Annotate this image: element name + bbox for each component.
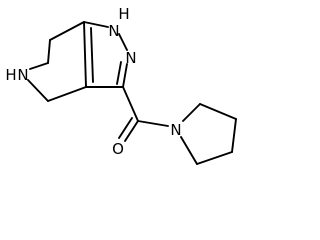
bond-c3a-c7a bbox=[83, 21, 87, 88]
atom-label-n-piperidine: N bbox=[17, 66, 28, 84]
atom-label-n-pyrrolidine: N bbox=[170, 121, 181, 139]
bond-n-pyr-c2 bbox=[182, 103, 201, 122]
atom-label-o-carbonyl: O bbox=[112, 140, 124, 158]
bond-c7a-n1 bbox=[83, 21, 109, 28]
bond-carbonyl-n bbox=[137, 120, 169, 127]
bond-carbonyl-o-inner bbox=[118, 117, 133, 139]
bond-n2-c3-inner bbox=[116, 61, 122, 85]
atom-label-n1-pyrazole: N bbox=[108, 22, 119, 40]
bond-c4-c3a bbox=[47, 86, 87, 102]
bond-pyr-c2-c3 bbox=[199, 103, 237, 120]
bond-c7-c7a bbox=[49, 21, 85, 41]
atom-label-n2-pyrazole: N bbox=[125, 49, 136, 67]
atom-label-h-pyrazole: H bbox=[118, 5, 129, 23]
bond-pyr-c5-n bbox=[180, 136, 198, 165]
bond-c3-ccarbonyl bbox=[122, 86, 139, 122]
atom-label-h-piperidine: H bbox=[5, 66, 16, 84]
bond-c3a-c7a-inner bbox=[90, 27, 94, 83]
bond-n1-n2 bbox=[118, 33, 128, 51]
bond-pyr-c3-c4 bbox=[231, 118, 237, 153]
bond-lines bbox=[27, 21, 237, 165]
bond-c6-n5 bbox=[29, 62, 49, 70]
bond-c7-c6 bbox=[47, 39, 51, 64]
bond-n2-c3 bbox=[122, 63, 128, 88]
bond-pyr-c4-c5 bbox=[196, 151, 233, 165]
chemical-structure-diagram: H N N H N O N bbox=[5, 5, 237, 165]
bond-carbonyl-o bbox=[124, 120, 139, 142]
atom-labels: H N N H N O N bbox=[5, 5, 181, 158]
bond-n5-c4 bbox=[27, 79, 49, 102]
